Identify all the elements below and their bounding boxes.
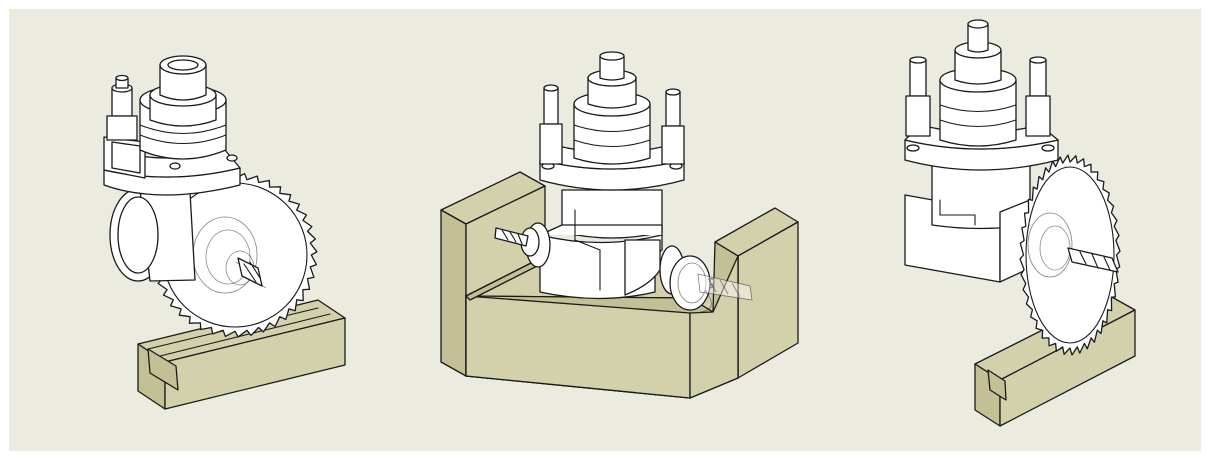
- center-u-channel-workpiece: [440, 171, 799, 399]
- left-stop-pin: [106, 74, 138, 141]
- right-stop-pins: [905, 56, 1051, 137]
- right-collet-nut: [1027, 212, 1119, 278]
- left-angle-head-body: [109, 188, 196, 282]
- left-spindle-taper: [139, 55, 227, 160]
- left-end-mill: [237, 257, 263, 287]
- center-right-end-mill: [659, 245, 753, 313]
- center-spindle-taper: [573, 51, 651, 165]
- center-stop-pins: [539, 84, 685, 165]
- right-assembly: [904, 19, 1136, 427]
- right-head-body: [904, 164, 1031, 283]
- center-left-end-mill: [494, 222, 551, 268]
- right-spindle-taper: [939, 19, 1017, 147]
- left-assembly: [103, 55, 346, 410]
- center-assembly: [440, 51, 799, 399]
- center-head-body: [539, 189, 663, 300]
